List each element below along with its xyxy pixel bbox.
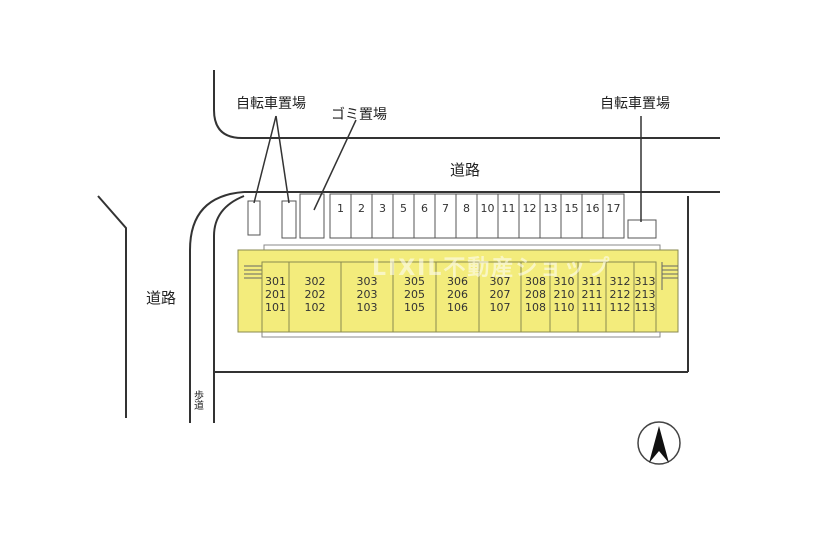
unit-number: 206 — [447, 288, 468, 301]
parking-space-number: 12 — [523, 202, 537, 215]
unit-number: 313 — [635, 275, 656, 288]
stairs-right — [661, 262, 678, 290]
unit-number: 301 — [265, 275, 286, 288]
parking-space-number: 11 — [502, 202, 516, 215]
leader-lines — [253, 115, 642, 222]
north-arrow-icon — [637, 421, 681, 465]
unit-number: 105 — [404, 301, 425, 314]
road-left-label: 道路 — [146, 289, 176, 307]
unit-number: 205 — [404, 288, 425, 301]
parking-space — [560, 193, 583, 239]
unit-number: 306 — [447, 275, 468, 288]
unit-number: 208 — [525, 288, 546, 301]
building-top-rail — [263, 244, 661, 251]
lot-left-edge — [213, 195, 245, 423]
parking-space — [413, 193, 436, 239]
parking-space-number: 10 — [481, 202, 495, 215]
parking-space-number: 2 — [358, 202, 365, 215]
parking-space — [602, 193, 625, 239]
parking-space-number: 6 — [421, 202, 428, 215]
unit-number: 113 — [635, 301, 656, 314]
unit-number: 102 — [305, 301, 326, 314]
parking-space — [371, 193, 394, 239]
unit-number: 311 — [582, 275, 603, 288]
parking-space-number: 15 — [565, 202, 579, 215]
parking-space — [455, 193, 478, 239]
road-top-label: 道路 — [450, 161, 480, 179]
bicycle-box-right — [627, 219, 657, 239]
unit-number: 212 — [610, 288, 631, 301]
building: 3012011013022021023032031033052051053062… — [237, 244, 679, 338]
garbage-label: ゴミ置場 — [331, 106, 387, 123]
unit-number: 108 — [525, 301, 546, 314]
left-road-inner-edge — [189, 191, 245, 423]
unit-number: 103 — [357, 301, 378, 314]
parking-space-number: 5 — [400, 202, 407, 215]
bicycle-box-left-1 — [247, 200, 261, 236]
left-road-outer-edge — [97, 195, 127, 418]
bicycle-left-label: 自転車置場 — [236, 95, 306, 112]
unit-number: 307 — [490, 275, 511, 288]
road-lines — [97, 70, 720, 423]
parking-space — [392, 193, 415, 239]
bicycle-box-left-2 — [281, 200, 297, 239]
unit-number: 202 — [305, 288, 326, 301]
parking-space-number: 13 — [544, 202, 558, 215]
bicycle-right-label: 自転車置場 — [600, 95, 670, 112]
parking-space-number: 1 — [337, 202, 344, 215]
parking-space — [434, 193, 457, 239]
unit-number: 213 — [635, 288, 656, 301]
unit-number: 201 — [265, 288, 286, 301]
top-road-upper-edge — [213, 70, 720, 139]
unit-number: 310 — [554, 275, 575, 288]
unit-number: 207 — [490, 288, 511, 301]
parking-space — [497, 193, 520, 239]
parking-space-number: 7 — [442, 202, 449, 215]
unit-number: 203 — [357, 288, 378, 301]
building-bottom-rail — [261, 331, 661, 338]
unit-number: 312 — [610, 275, 631, 288]
parking-space — [476, 193, 499, 239]
parking-space — [350, 193, 373, 239]
parking-space — [581, 193, 604, 239]
unit-number: 308 — [525, 275, 546, 288]
unit-number: 106 — [447, 301, 468, 314]
parking-space — [329, 193, 352, 239]
parking-space-number: 3 — [379, 202, 386, 215]
parking-space — [539, 193, 562, 239]
unit-number: 107 — [490, 301, 511, 314]
unit-number: 101 — [265, 301, 286, 314]
unit-number: 305 — [404, 275, 425, 288]
unit-number: 110 — [554, 301, 575, 314]
parking-space-number: 16 — [586, 202, 600, 215]
parking-space — [518, 193, 541, 239]
parking-space-number: 17 — [607, 202, 621, 215]
sidewalk-label: 歩道 — [192, 389, 204, 410]
unit-cell — [633, 261, 657, 333]
units: 3012011013022021023032031033052051053062… — [261, 261, 657, 333]
unit-number: 112 — [610, 301, 631, 314]
unit-number: 302 — [305, 275, 326, 288]
watermark: LIXIL不動産ショップ — [372, 255, 611, 281]
building-body — [237, 249, 679, 333]
garbage-box — [299, 193, 325, 239]
unit-number: 111 — [582, 301, 603, 314]
unit-number: 211 — [582, 288, 603, 301]
parking-space-number: 8 — [463, 202, 470, 215]
unit-number: 303 — [357, 275, 378, 288]
unit-number: 210 — [554, 288, 575, 301]
